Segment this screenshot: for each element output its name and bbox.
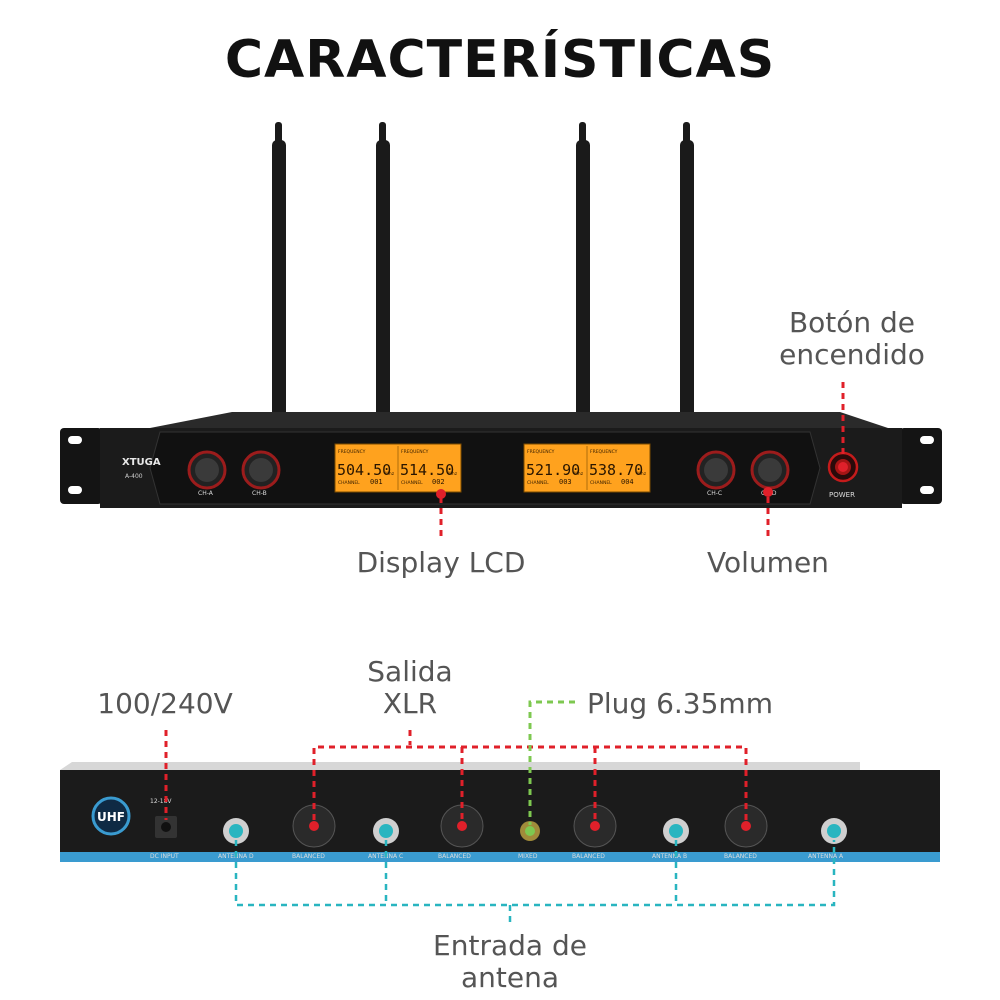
back-face bbox=[60, 770, 940, 862]
svg-text:Mhz: Mhz bbox=[385, 471, 395, 477]
front-bezel bbox=[149, 431, 821, 505]
svg-text:CH-A: CH-A bbox=[198, 490, 214, 497]
xlr-c-connector bbox=[440, 804, 484, 848]
volume-knob-ch-a: CH-A bbox=[187, 450, 227, 497]
lcd-display-callout: Display LCD bbox=[356, 546, 526, 579]
power-input-callout: 100/240V bbox=[97, 687, 233, 720]
antenna-c-connector bbox=[373, 818, 399, 844]
volume-callout: Volumen bbox=[707, 546, 829, 579]
xlr-d-connector bbox=[292, 804, 336, 848]
svg-text:XTUGA: XTUGA bbox=[122, 457, 161, 468]
rack-hole bbox=[920, 486, 934, 494]
plug-callout-line bbox=[528, 700, 575, 825]
volume-knob-ch-b: CH-B bbox=[241, 450, 281, 497]
xlr-b-connector bbox=[573, 804, 617, 848]
svg-text:MIXED: MIXED bbox=[518, 853, 538, 860]
svg-text:001: 001 bbox=[370, 478, 383, 486]
rack-ear-right bbox=[900, 428, 942, 504]
svg-text:CHANNEL: CHANNEL bbox=[527, 480, 549, 486]
lcd-display-left: FREQUENCY 504.50 Mhz CHANNEL 001 FREQUEN… bbox=[334, 443, 462, 493]
chassis-top bbox=[150, 412, 888, 428]
uhf-logo: UHF bbox=[91, 796, 131, 836]
svg-text:CHANNEL: CHANNEL bbox=[338, 480, 360, 486]
svg-text:538.70: 538.70 bbox=[589, 461, 643, 479]
power-button: POWER bbox=[827, 451, 859, 499]
svg-text:CH-B: CH-B bbox=[252, 490, 267, 497]
antenna-4-tip bbox=[683, 122, 690, 144]
front-receiver-illustration: XTUGA A-400 CH-A CH-B CH-C CH-D POWER FR… bbox=[60, 122, 942, 540]
svg-text:004: 004 bbox=[621, 478, 634, 486]
svg-text:FREQUENCY: FREQUENCY bbox=[527, 449, 555, 455]
xlr-a-connector bbox=[724, 804, 768, 848]
svg-text:CHANNEL: CHANNEL bbox=[590, 480, 612, 486]
svg-text:FREQUENCY: FREQUENCY bbox=[338, 449, 366, 455]
brand-logo: XTUGA A-400 bbox=[122, 457, 161, 480]
page-title: CARACTERÍSTICAS bbox=[224, 30, 776, 90]
rack-hole bbox=[68, 436, 82, 444]
svg-text:CH-C: CH-C bbox=[707, 490, 722, 497]
svg-text:FREQUENCY: FREQUENCY bbox=[590, 449, 618, 455]
svg-text:CHANNEL: CHANNEL bbox=[401, 480, 423, 486]
svg-text:BALANCED: BALANCED bbox=[438, 853, 471, 860]
svg-text:DC INPUT: DC INPUT bbox=[150, 853, 179, 860]
svg-text:ANTENNA B: ANTENNA B bbox=[652, 853, 687, 860]
callout-dot bbox=[436, 489, 446, 499]
svg-text:ANTENNA A: ANTENNA A bbox=[808, 853, 844, 860]
front-callout-lines bbox=[439, 382, 845, 540]
plug-callout: Plug 6.35mm bbox=[587, 687, 773, 720]
antenna-callout-lines bbox=[234, 840, 836, 925]
svg-text:002: 002 bbox=[432, 478, 445, 486]
mixed-jack bbox=[520, 821, 540, 841]
svg-text:Mhz: Mhz bbox=[637, 471, 647, 477]
dc-input-jack: 12-18V bbox=[150, 798, 177, 838]
xlr-output-callout: Salida XLR bbox=[367, 655, 453, 720]
antenna-1 bbox=[272, 140, 286, 418]
antenna-2-tip bbox=[379, 122, 386, 144]
power-button-callout: Botón de encendido bbox=[779, 306, 925, 371]
antenna-1-tip bbox=[275, 122, 282, 144]
svg-text:BALANCED: BALANCED bbox=[572, 853, 605, 860]
rack-hole bbox=[68, 486, 82, 494]
svg-text:UHF: UHF bbox=[97, 810, 125, 824]
svg-text:POWER: POWER bbox=[829, 491, 855, 499]
svg-text:Mhz: Mhz bbox=[574, 471, 584, 477]
callout-dot bbox=[838, 462, 848, 472]
antenna-d-connector bbox=[223, 818, 249, 844]
svg-text:514.50: 514.50 bbox=[400, 461, 454, 479]
antenna-4 bbox=[680, 140, 694, 418]
callout-dot bbox=[763, 487, 773, 497]
antenna-2 bbox=[376, 140, 390, 418]
blue-strip bbox=[60, 852, 940, 862]
rack-hole bbox=[920, 436, 934, 444]
chassis-lid bbox=[60, 762, 860, 770]
volume-knob-ch-c: CH-C bbox=[696, 450, 736, 497]
svg-text:Mhz: Mhz bbox=[448, 471, 458, 477]
antenna-group bbox=[272, 122, 694, 418]
svg-text:A-400: A-400 bbox=[125, 473, 143, 480]
antenna-b-connector bbox=[663, 818, 689, 844]
antenna-3-tip bbox=[579, 122, 586, 144]
antenna-3 bbox=[576, 140, 590, 418]
lcd-display-right: FREQUENCY 521.90 Mhz CHANNEL 003 FREQUEN… bbox=[523, 443, 651, 493]
svg-text:12-18V: 12-18V bbox=[150, 798, 172, 805]
svg-text:BALANCED: BALANCED bbox=[724, 853, 757, 860]
svg-text:003: 003 bbox=[559, 478, 572, 486]
svg-text:504.50: 504.50 bbox=[337, 461, 391, 479]
antenna-a-connector bbox=[821, 818, 847, 844]
svg-text:521.90: 521.90 bbox=[526, 461, 580, 479]
rack-ear-left bbox=[60, 428, 102, 504]
back-panel-illustration: UHF 12-18V DC INPUT ANTENNA D BALANCED A… bbox=[60, 700, 940, 925]
svg-text:BALANCED: BALANCED bbox=[292, 853, 325, 860]
antenna-input-callout: Entrada de antena bbox=[433, 929, 587, 994]
svg-text:FREQUENCY: FREQUENCY bbox=[401, 449, 429, 455]
